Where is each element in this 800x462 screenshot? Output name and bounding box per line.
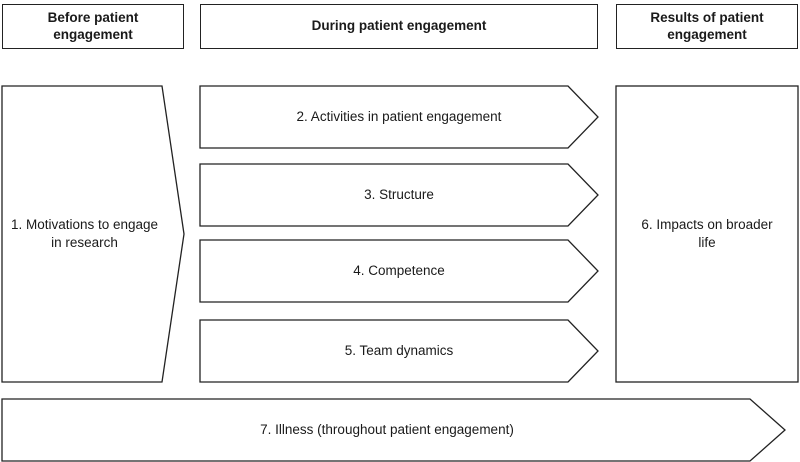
impacts-label-wrap: 6. Impacts on broader life [616,86,798,382]
competence-label: 4. Competence [353,263,445,279]
activities-label-wrap: 2. Activities in patient engagement [200,86,598,148]
activities-label: 2. Activities in patient engagement [296,109,502,125]
header-before-engagement: Before patient engagement [2,4,184,49]
header-during-engagement: During patient engagement [200,4,598,49]
activities-arrow-shape [199,85,599,149]
illness-arrow-shape [1,398,786,462]
structure-label-wrap: 3. Structure [200,164,598,226]
competence-arrow-shape [199,239,599,303]
header-before-label: Before patient engagement [47,9,139,42]
header-results-label: Results of patient engagement [650,9,764,42]
team-dynamics-label-wrap: 5. Team dynamics [200,320,598,382]
competence-label-wrap: 4. Competence [200,240,598,302]
team-dynamics-label: 5. Team dynamics [344,343,454,359]
header-during-label: During patient engagement [311,18,487,34]
motivations-label-wrap: 1. Motivations to engage in research [2,86,167,382]
header-results-engagement: Results of patient engagement [616,4,798,49]
illness-label: 7. Illness (throughout patient engagemen… [260,422,514,438]
team-dynamics-arrow-shape [199,319,599,383]
structure-label: 3. Structure [364,187,434,203]
motivations-label: 1. Motivations to engage in research [10,217,159,250]
structure-arrow-shape [199,163,599,227]
impacts-label: 6. Impacts on broader life [641,217,773,250]
impacts-box-shape [615,85,799,383]
illness-label-wrap: 7. Illness (throughout patient engagemen… [2,399,772,461]
motivations-arrow-shape [1,85,185,383]
